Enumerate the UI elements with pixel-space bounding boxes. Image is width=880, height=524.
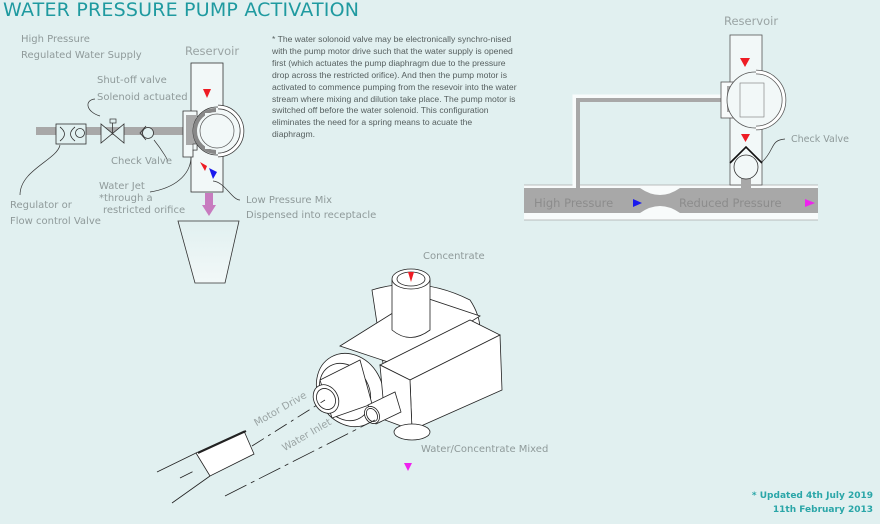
flow-arrow-magenta	[805, 199, 815, 207]
flow-arrow-red	[740, 58, 750, 67]
page-title: WATER PRESSURE PUMP ACTIVATION	[3, 0, 360, 21]
concentrate-label: Concentrate	[423, 251, 485, 262]
update-info: * Updated 4th July 2019 11th February 20…	[752, 489, 873, 517]
reservoir-label-left: Reservoir	[185, 44, 240, 58]
regulator-label-line1: Regulator or	[10, 200, 72, 211]
check-valve-ball	[733, 154, 759, 180]
flow-arrow-red	[200, 162, 207, 171]
water-jet-label-line2: *through a	[99, 193, 153, 204]
receptacle-cup	[177, 220, 240, 284]
right-venturi-diagram	[524, 34, 818, 221]
shutoff-label-line2: Solenoid actuated	[97, 92, 188, 103]
venturi-restriction	[640, 188, 680, 195]
dispense-arrow	[202, 193, 216, 216]
low-pressure-label-line1: Low Pressure Mix	[246, 195, 333, 206]
flow-arrow-red	[203, 89, 211, 98]
supply-label-line1: High Pressure	[21, 34, 90, 45]
water-jet-label-line1: Water Jet	[99, 181, 145, 192]
supply-pipe	[36, 127, 186, 135]
water-jet-label-line3: restricted orifice	[103, 205, 186, 216]
left-supply-diagram	[19, 62, 245, 284]
shutoff-label-line1: Shut-off valve	[97, 75, 167, 86]
reduced-pressure-label: Reduced Pressure	[679, 196, 782, 210]
pump-isometric	[156, 268, 503, 504]
check-valve-label-right: Check Valve	[791, 134, 849, 145]
mixed-label: Water/Concentrate Mixed	[421, 444, 549, 455]
supply-label-line2: Regulated Water Supply	[21, 50, 142, 61]
high-pressure-label: High Pressure	[534, 196, 614, 210]
check-valve-label-left: Check Valve	[111, 156, 172, 167]
flow-arrow-red	[408, 272, 414, 282]
check-valve-icon	[139, 125, 154, 141]
updated-date: * Updated 4th July 2019	[751, 491, 873, 501]
original-date: 11th February 2013	[772, 505, 873, 515]
flow-arrow-red	[741, 134, 750, 142]
low-pressure-label-line2: Dispensed into receptacle	[246, 210, 377, 221]
regulator-icon	[55, 123, 87, 145]
regulator-label-line2: Flow control Valve	[10, 216, 101, 227]
explanation-note: * The water solonoid valve may be electr…	[272, 34, 517, 140]
solenoid-valve-icon	[100, 118, 125, 144]
flow-arrow-blue	[633, 199, 642, 207]
reservoir-label-right: Reservoir	[724, 14, 779, 28]
flow-arrow-magenta	[404, 463, 412, 471]
flow-arrow-blue	[209, 168, 217, 179]
